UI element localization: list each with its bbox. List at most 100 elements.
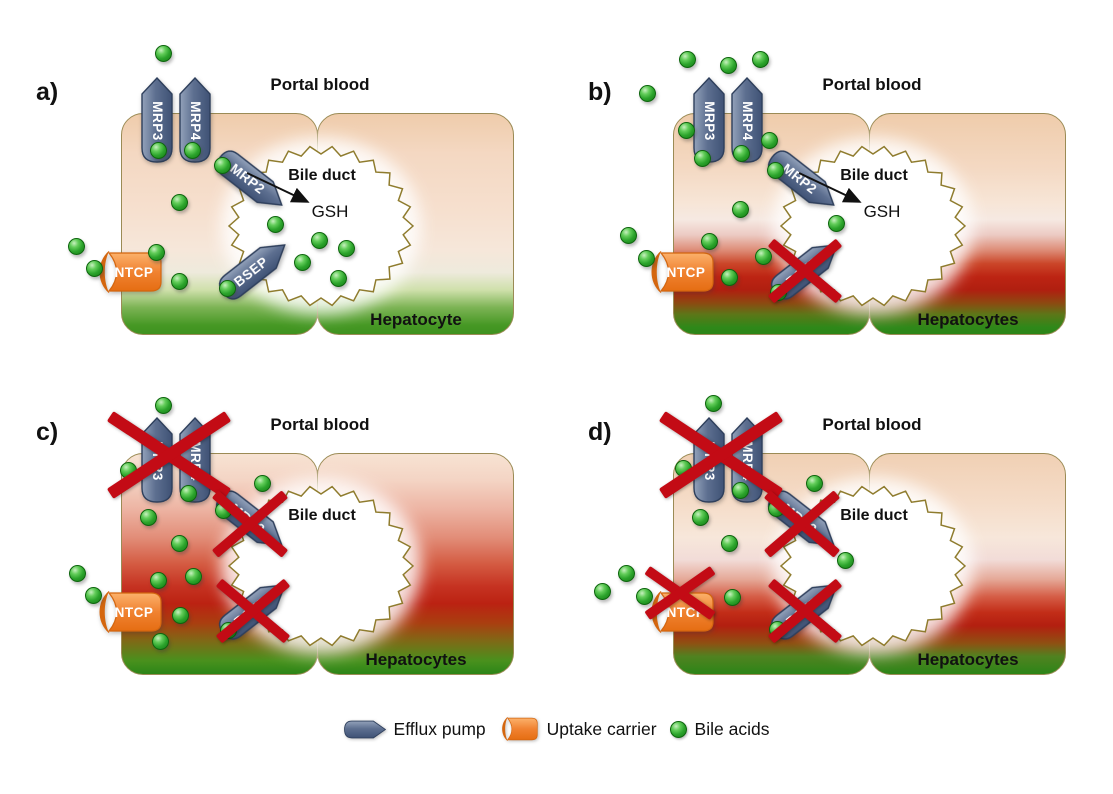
bile-acid-dot xyxy=(751,50,769,68)
bile-acid-dot xyxy=(677,121,695,139)
bile-acid-dot xyxy=(151,632,169,650)
svg-text:NTCP: NTCP xyxy=(115,605,154,620)
bile-acid-dot xyxy=(693,149,711,167)
bile-acid-dot xyxy=(691,508,709,526)
bile-acid-dot xyxy=(766,161,784,179)
legend-item-uptake-carrier: Uptake carrier xyxy=(499,717,657,741)
svg-text:MRP3: MRP3 xyxy=(150,101,165,141)
efflux-pump-icon xyxy=(343,720,386,738)
bile-acid-dot xyxy=(171,606,189,624)
bile-acid-dot xyxy=(85,259,103,277)
bile-acid-dot xyxy=(170,272,188,290)
bile-acid-dot xyxy=(179,484,197,502)
bile-acid-dot xyxy=(637,249,655,267)
bile-acid-dot xyxy=(638,84,656,102)
bile-acid-dot xyxy=(720,534,738,552)
inhibition-cross-ntcp xyxy=(644,565,716,621)
inhibition-cross-mrp3-mrp4 xyxy=(106,411,232,499)
svg-text:MRP4: MRP4 xyxy=(740,101,755,141)
bile-acid-dot xyxy=(218,279,236,297)
panel-label: d) xyxy=(588,418,612,446)
bile-acid-dot xyxy=(329,269,347,287)
portal-blood-label: Portal blood xyxy=(822,75,922,94)
svg-text:NTCP: NTCP xyxy=(115,265,154,280)
bile-acid-dot xyxy=(704,394,722,412)
bile-acid-dot xyxy=(68,564,86,582)
bile-duct-label: Bile duct xyxy=(840,167,908,184)
bile-acid-dot xyxy=(183,141,201,159)
hepatocyte-label: Hepatocytes xyxy=(917,650,1019,669)
legend-label: Uptake carrier xyxy=(546,718,657,739)
bile-acid-dot xyxy=(139,508,157,526)
gsh-label: GSH xyxy=(311,202,349,221)
bile-acid-dot xyxy=(760,131,778,149)
bile-acid-dot xyxy=(731,200,749,218)
bile-acid-dot xyxy=(170,534,188,552)
hepatocyte-label: Hepatocyte xyxy=(370,310,462,329)
bile-acid-dot xyxy=(720,268,738,286)
portal-blood-label: Portal blood xyxy=(822,415,922,434)
bile-acid-dot xyxy=(805,474,823,492)
inhibition-cross-mrp2 xyxy=(763,490,841,558)
bile-acid-dot xyxy=(593,582,611,600)
transporter-mrp3: MRP3 xyxy=(141,76,173,163)
bile-acid-dot xyxy=(310,231,328,249)
bile-acid-dot xyxy=(149,571,167,589)
panel-label: c) xyxy=(36,418,59,446)
panel-a: a) Portal blood Bile duct GSH MRP3 MRP4 … xyxy=(0,0,561,340)
bile-acid-dot xyxy=(719,56,737,74)
bile-acid-dot xyxy=(723,588,741,606)
transporter-mrp4: MRP4 xyxy=(179,76,211,163)
panel-b: b) Portal blood Bile duct GSH MRP3 MRP4 … xyxy=(552,0,1113,340)
portal-blood-label: Portal blood xyxy=(270,75,370,94)
gsh-label: GSH xyxy=(863,202,901,221)
svg-text:NTCP: NTCP xyxy=(667,265,706,280)
inhibition-cross-mrp3-mrp4 xyxy=(658,411,784,499)
bile-acid-dot xyxy=(617,564,635,582)
inhibition-cross-bsep xyxy=(767,238,843,304)
inhibition-cross-bsep xyxy=(767,578,843,644)
bile-acid-dot xyxy=(67,237,85,255)
bile-acid-dot xyxy=(213,156,231,174)
legend-item-bile-acids: Bile acids xyxy=(669,718,770,740)
bile-acid-dot xyxy=(293,253,311,271)
bile-acid-icon xyxy=(669,720,687,738)
portal-blood-label: Portal blood xyxy=(270,415,370,434)
legend-label: Bile acids xyxy=(694,718,770,739)
transporter-ntcp: NTCP xyxy=(95,250,163,294)
hepatocyte-label: Hepatocytes xyxy=(917,310,1019,329)
svg-text:MRP4: MRP4 xyxy=(188,101,203,141)
svg-text:MRP3: MRP3 xyxy=(702,101,717,141)
bile-acid-dot xyxy=(266,215,284,233)
bile-acid-dot xyxy=(154,396,172,414)
transporter-mrp3: MRP3 xyxy=(693,76,725,163)
legend-label: Efflux pump xyxy=(393,718,486,739)
bile-acid-dot xyxy=(147,243,165,261)
legend: Efflux pump Uptake carrier Bile acids xyxy=(0,706,1113,752)
inhibition-cross-bsep xyxy=(215,578,291,644)
transporter-ntcp: NTCP xyxy=(647,250,715,294)
bile-acid-dot xyxy=(700,232,718,250)
transporter-ntcp: NTCP xyxy=(95,590,163,634)
hepatocyte-label: Hepatocytes xyxy=(365,650,467,669)
hepatocyte-cell-right xyxy=(317,113,514,335)
hepatocyte-cell-right xyxy=(317,453,514,675)
bile-acid-dot xyxy=(84,586,102,604)
bile-duct-label: Bile duct xyxy=(288,167,356,184)
bile-acid-dot xyxy=(731,481,749,499)
bile-acid-dot xyxy=(635,587,653,605)
hepatocyte-cell-right xyxy=(869,113,1066,335)
bile-acid-dot xyxy=(732,144,750,162)
panel-d: d) Portal blood Bile duct MRP3 MRP4 MRP2… xyxy=(552,340,1113,680)
bile-acid-dot xyxy=(170,193,188,211)
uptake-carrier-icon xyxy=(501,717,538,741)
transporter-mrp4: MRP4 xyxy=(731,76,763,163)
bile-acid-dot xyxy=(184,567,202,585)
bile-acid-dot xyxy=(619,226,637,244)
bile-acid-dot xyxy=(754,247,772,265)
panel-label: b) xyxy=(588,78,612,106)
panel-label: a) xyxy=(36,78,59,106)
bile-acid-dot xyxy=(149,141,167,159)
bile-acid-dot xyxy=(337,239,355,257)
